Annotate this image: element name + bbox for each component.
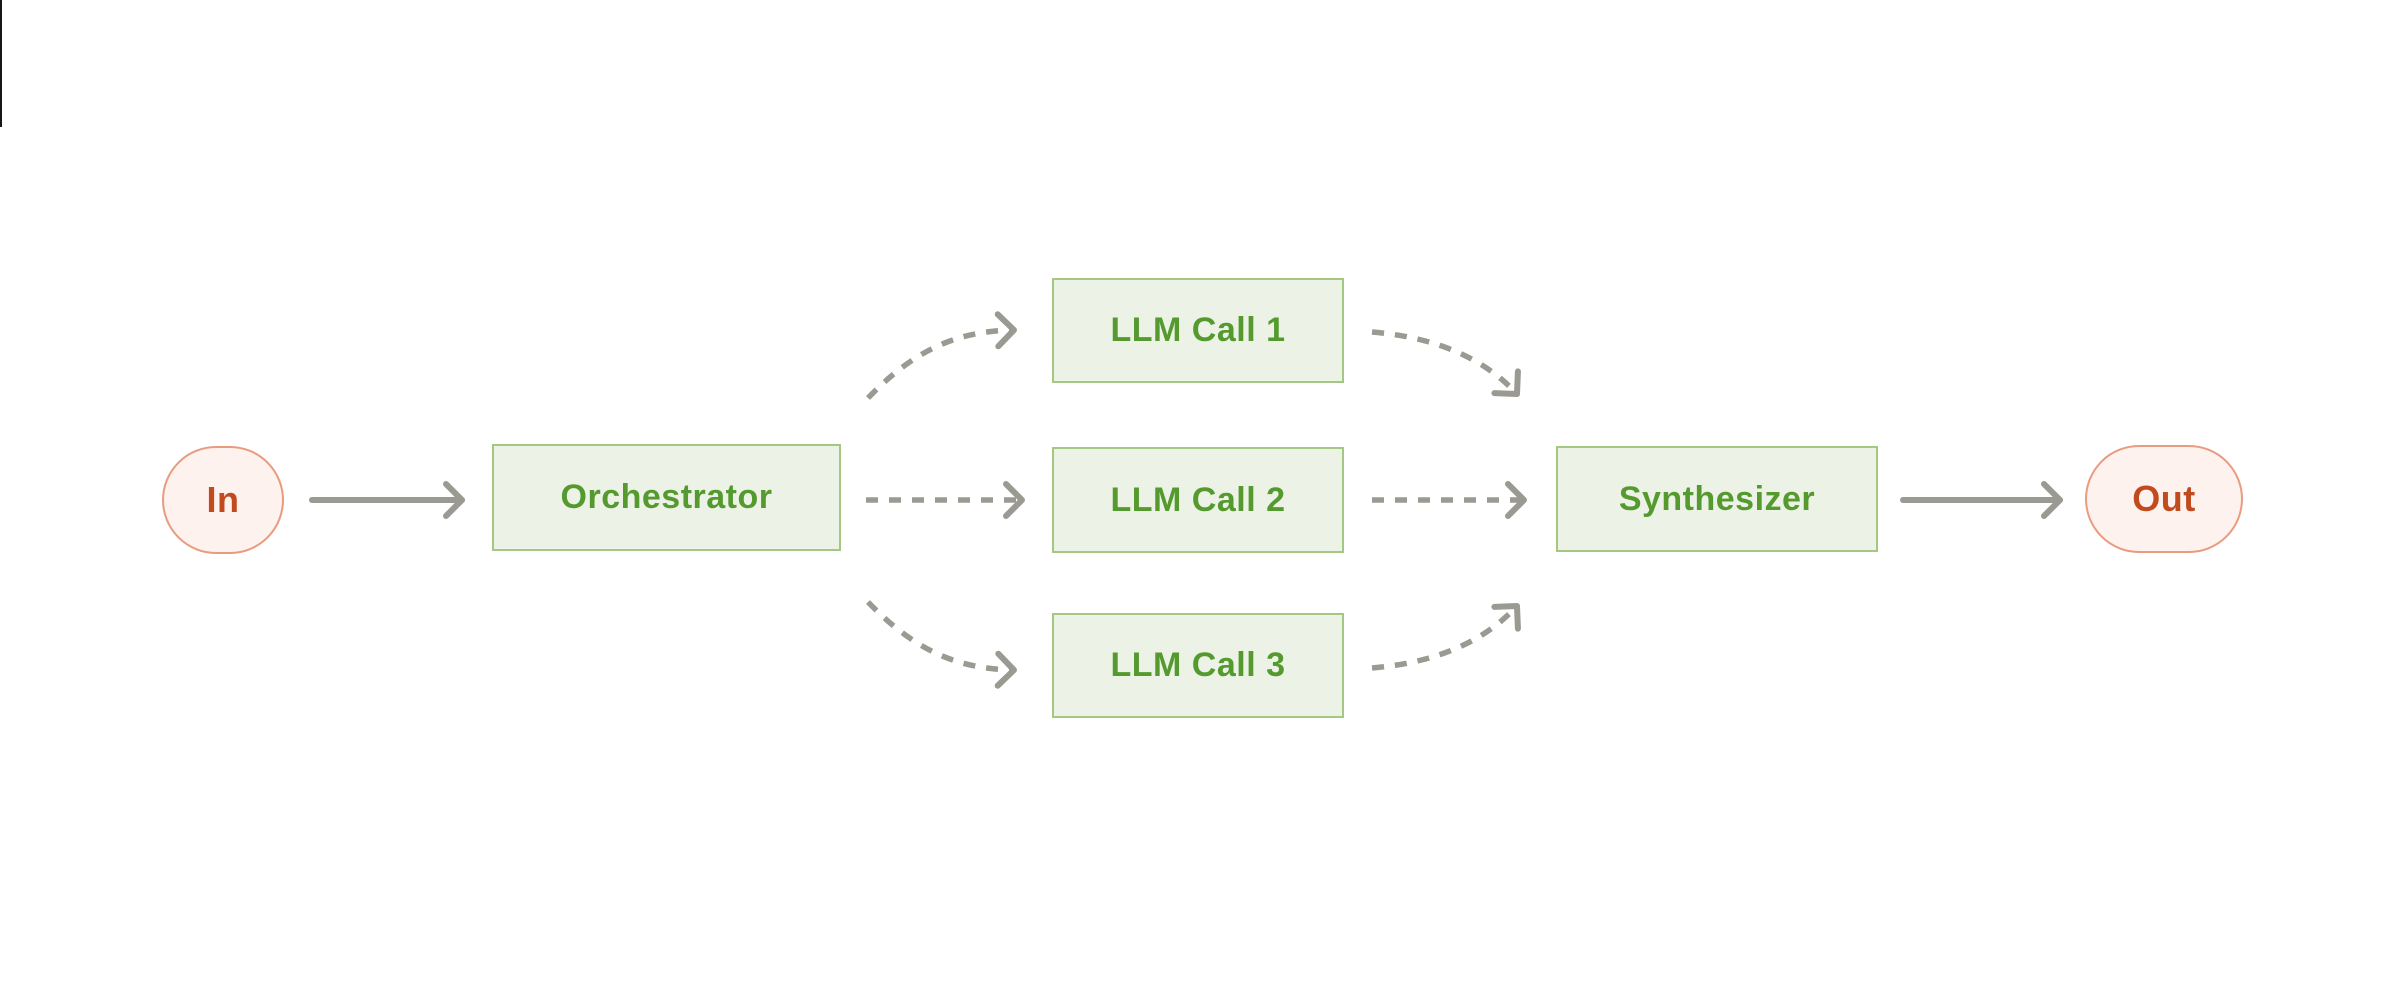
node-output-label: Out bbox=[2132, 478, 2196, 519]
arrow-orchestrator-to-llm1 bbox=[866, 311, 1017, 400]
node-llm-call-1-label: LLM Call 1 bbox=[1110, 311, 1286, 349]
arrow-llm1-to-synthesizer bbox=[1371, 329, 1521, 397]
node-output: Out bbox=[2085, 445, 2243, 553]
node-synthesizer-label: Synthesizer bbox=[1618, 479, 1816, 518]
node-orchestrator-label: Orchestrator bbox=[560, 478, 773, 516]
node-llm-call-3: LLM Call 3 bbox=[1052, 613, 1344, 718]
node-llm-call-2: LLM Call 2 bbox=[1052, 447, 1344, 553]
arrow-orchestrator-to-llm3 bbox=[866, 600, 1017, 689]
node-llm-call-3-label: LLM Call 3 bbox=[1110, 646, 1286, 684]
node-orchestrator: Orchestrator bbox=[492, 444, 841, 551]
node-input: In bbox=[162, 446, 284, 554]
arrow-llm3-to-synthesizer bbox=[1371, 603, 1521, 671]
node-synthesizer: Synthesizer bbox=[1556, 446, 1878, 552]
node-input-label: In bbox=[206, 479, 240, 520]
left-edge-line bbox=[0, 0, 2, 127]
node-llm-call-2-label: LLM Call 2 bbox=[1110, 480, 1286, 519]
node-llm-call-1: LLM Call 1 bbox=[1052, 278, 1344, 383]
